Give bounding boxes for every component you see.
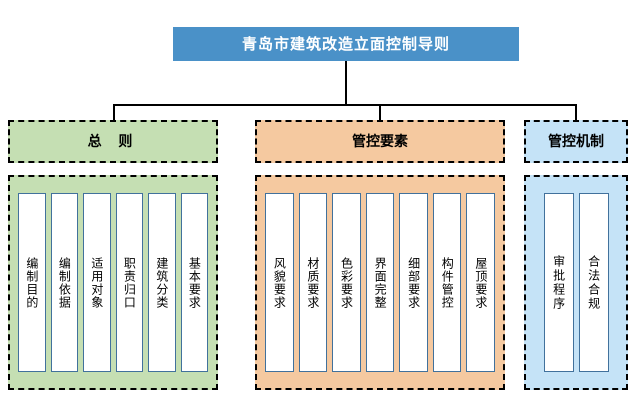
branch-header-general-principles[interactable]: 总 则	[8, 120, 218, 163]
branch-item-label: 审批程序	[551, 254, 566, 311]
branch-item-label: 色彩要求	[339, 256, 354, 309]
branch-item-card[interactable]: 职责归口	[115, 193, 143, 372]
branch-item-label: 界面完整	[373, 256, 388, 309]
diagram-title-box: 青岛市建筑改造立面控制导则	[173, 27, 519, 61]
branch-header-label: 管控要素	[352, 133, 408, 150]
branch-header-label: 总 则	[87, 133, 139, 150]
branch-item-card[interactable]: 细部要求	[399, 193, 428, 372]
branch-item-label: 职责归口	[122, 256, 137, 309]
branch-item-card[interactable]: 色彩要求	[332, 193, 361, 372]
branch-item-card[interactable]: 基本要求	[180, 193, 208, 372]
branch-item-label: 材质要求	[305, 256, 320, 309]
branch-item-label: 编制依据	[57, 256, 72, 309]
branch-item-card[interactable]: 编制依据	[50, 193, 78, 372]
branch-item-label: 屋顶要求	[473, 256, 488, 309]
branch-item-label: 细部要求	[406, 256, 421, 309]
connector-drop-control-elements	[379, 104, 381, 121]
branch-item-card[interactable]: 构件管控	[432, 193, 462, 372]
branch-body-control-elements: 风貌要求 材质要求 色彩要求 界面完整 细部要求 构件管控 屋顶要求	[255, 175, 505, 390]
branch-item-card[interactable]: 材质要求	[298, 193, 328, 372]
branch-item-card[interactable]: 风貌要求	[264, 193, 294, 372]
branch-item-card[interactable]: 审批程序	[543, 193, 574, 372]
branch-item-label: 适用对象	[89, 256, 104, 309]
connector-drop-general-principles	[113, 104, 115, 121]
branch-item-label: 合法合规	[586, 254, 601, 311]
branch-header-control-mechanism[interactable]: 管控机制	[524, 120, 628, 163]
branch-item-label: 构件管控	[440, 256, 455, 309]
branch-body-control-mechanism: 审批程序 合法合规	[524, 175, 628, 390]
branch-header-control-elements[interactable]: 管控要素	[255, 120, 505, 163]
branch-item-label: 建筑分类	[154, 256, 169, 309]
page-title: 青岛市建筑改造立面控制导则	[241, 34, 450, 53]
branch-item-card[interactable]: 编制目的	[18, 193, 46, 372]
branch-item-card[interactable]: 适用对象	[83, 193, 111, 372]
branch-item-label: 编制目的	[24, 256, 39, 309]
branch-body-general-principles: 编制目的 编制依据 适用对象 职责归口 建筑分类 基本要求	[8, 175, 218, 390]
branch-header-label: 管控机制	[548, 133, 604, 150]
connector-drop-control-mechanism	[575, 104, 577, 121]
connector-trunk-vertical	[345, 61, 347, 105]
branch-item-card[interactable]: 合法合规	[578, 193, 609, 372]
branch-item-card[interactable]: 建筑分类	[148, 193, 176, 372]
branch-item-card[interactable]: 屋顶要求	[466, 193, 496, 372]
branch-item-card[interactable]: 界面完整	[365, 193, 395, 372]
branch-item-label: 基本要求	[187, 256, 202, 309]
connector-trunk-horizontal	[113, 104, 577, 106]
branch-item-label: 风貌要求	[272, 256, 287, 309]
